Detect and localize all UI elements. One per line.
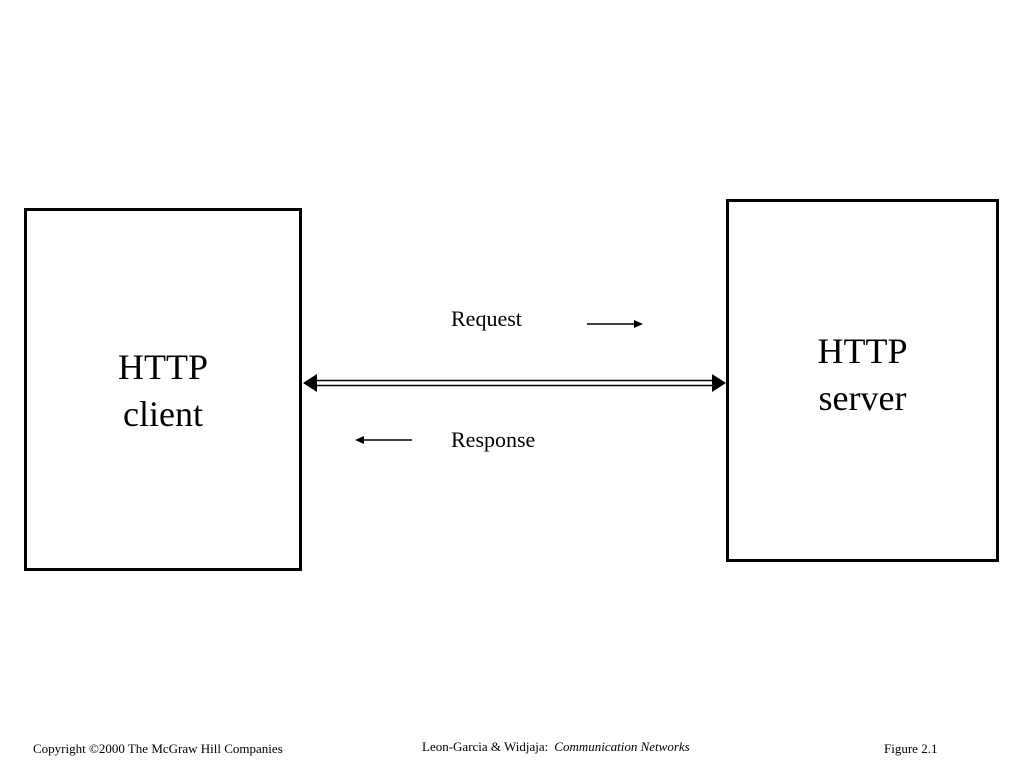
response-arrow-icon [355, 436, 412, 444]
connection-arrowhead-left [303, 374, 317, 392]
footer-figure-number: Figure 2.1 [884, 741, 938, 756]
http-server-label: HTTP server [729, 328, 996, 422]
http-client-label-line1: HTTP [118, 347, 208, 387]
http-client-box: HTTP client [24, 208, 302, 571]
http-client-label: HTTP client [27, 344, 299, 438]
connection-double-arrow [303, 374, 726, 392]
connection-arrowhead-right [712, 374, 726, 392]
http-server-box: HTTP server [726, 199, 999, 562]
footer-book-title: Communication Networks [554, 739, 690, 754]
footer-copyright: Copyright ©2000 The McGraw Hill Companie… [33, 741, 283, 756]
http-client-label-line2: client [123, 394, 203, 434]
http-server-label-line1: HTTP [817, 331, 908, 371]
footer-citation: Leon-Garcia & Widjaja: Communication Netw… [422, 739, 690, 755]
request-arrow-icon [587, 320, 643, 328]
footer-authors: Leon-Garcia & Widjaja: [422, 739, 549, 754]
response-label: Response [451, 427, 536, 452]
request-label: Request [451, 306, 522, 331]
http-server-label-line2: server [818, 378, 907, 418]
